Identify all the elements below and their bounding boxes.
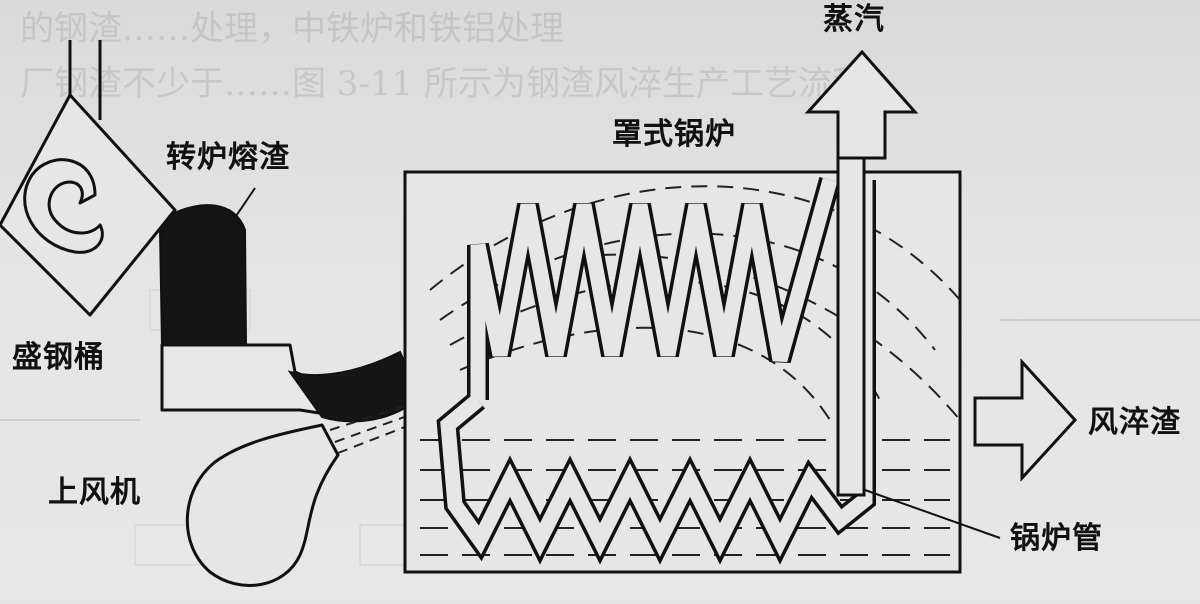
blower-label: 上风机 xyxy=(48,475,141,510)
converter-slag-stream xyxy=(158,204,248,346)
steam-label: 蒸汽 xyxy=(823,2,885,37)
svg-text:厂钢渣不少于……图 3-11 所示为钢渣风淬生产工艺流程: 厂钢渣不少于……图 3-11 所示为钢渣风淬生产工艺流程 xyxy=(20,64,866,104)
leader-lines xyxy=(229,187,1001,539)
slag-chute xyxy=(160,343,414,423)
bleed-through-background: 的钢渣……处理，中铁炉和铁铝处理 厂钢渣不少于……图 3-11 所示为钢渣风淬生… xyxy=(0,9,1200,566)
steam-outlet xyxy=(804,49,919,497)
steam-arrow xyxy=(804,49,919,160)
leader-converter-slag xyxy=(229,187,256,226)
leader-boiler-tube xyxy=(864,489,1001,539)
ladle-label: 盛钢桶 xyxy=(12,340,105,375)
boiler-tube-label: 锅炉管 xyxy=(1010,521,1103,556)
granulated-slag-outlet xyxy=(973,358,1078,482)
blower-air-jet xyxy=(329,404,411,454)
ladle xyxy=(0,40,177,317)
granulated-slag-arrow xyxy=(973,358,1078,482)
hood-boiler-label: 罩式锅炉 xyxy=(612,117,736,152)
converter-slag-label: 转炉熔渣 xyxy=(166,140,290,175)
blower xyxy=(185,423,340,587)
ladle-body xyxy=(0,93,177,317)
granulated-slag-label: 风淬渣 xyxy=(1088,405,1181,440)
steam-riser-pipe xyxy=(836,148,866,497)
blower-housing xyxy=(185,423,340,587)
boiler-tube xyxy=(436,177,876,565)
ladle-hook xyxy=(23,158,104,254)
svg-text:的钢渣……处理，中铁炉和铁铝处理: 的钢渣……处理，中铁炉和铁铝处理 xyxy=(20,9,564,49)
